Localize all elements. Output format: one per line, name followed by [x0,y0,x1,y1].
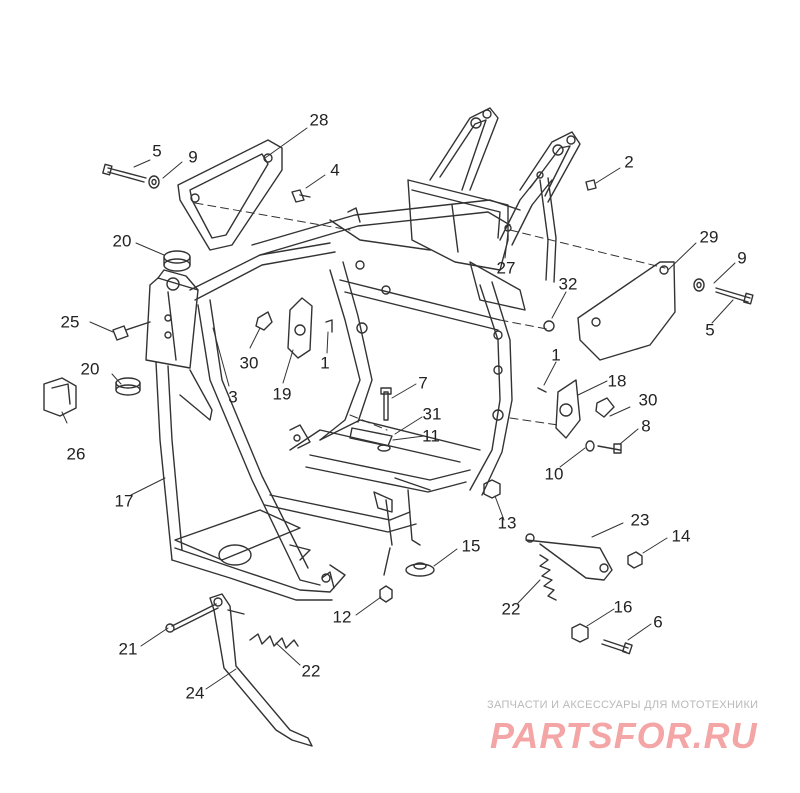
callout-22-right: 22 [501,599,521,619]
callout-29: 29 [699,227,719,247]
callout-4: 4 [330,160,340,180]
callout-21: 21 [118,639,138,659]
callout-5-left: 5 [152,141,162,161]
side-cover-left [177,139,283,251]
callout-23: 23 [630,510,650,530]
callout-32: 32 [558,274,578,294]
callout-31: 31 [422,404,442,424]
callout-1-left: 1 [320,353,330,373]
callout-3: 3 [228,387,238,407]
callout-7: 7 [418,373,428,393]
callout-20-bottom: 20 [80,359,100,379]
callout-18: 18 [607,371,627,391]
callout-22-bottom: 22 [301,661,321,681]
callout-12: 12 [332,607,352,627]
callout-30-left: 30 [239,353,259,373]
callout-17: 17 [114,491,134,511]
callout-6: 6 [653,612,663,632]
leader-lines [61,127,736,690]
callout-11: 11 [422,426,440,446]
watermark-logo: PARTSFOR.RU [490,715,758,756]
callout-9-left: 9 [188,147,198,167]
callout-8: 8 [641,416,651,436]
frame-tubes [145,107,581,601]
callout-19: 19 [272,384,292,404]
callout-27: 27 [496,258,516,278]
dashed-lines [194,202,666,431]
callout-9-right: 9 [737,248,747,268]
hardware [43,163,754,747]
callout-25: 25 [60,312,80,332]
callout-10: 10 [544,464,564,484]
side-cover-right [577,261,676,361]
callout-2: 2 [624,152,634,172]
callout-13: 13 [497,513,517,533]
callout-16: 16 [613,597,633,617]
callout-1-right: 1 [551,345,561,365]
callout-15: 15 [461,536,481,556]
callout-5-right: 5 [705,320,715,340]
callout-24: 24 [185,683,205,703]
callout-30-right: 30 [638,390,658,410]
callout-14: 14 [671,526,691,546]
callout-28: 28 [309,110,329,130]
watermark-tagline: ЗАПЧАСТИ И АКСЕССУАРЫ ДЛЯ МОТОТЕХНИКИ [487,699,759,711]
callout-26: 26 [66,444,86,464]
callout-20-top: 20 [112,231,132,251]
